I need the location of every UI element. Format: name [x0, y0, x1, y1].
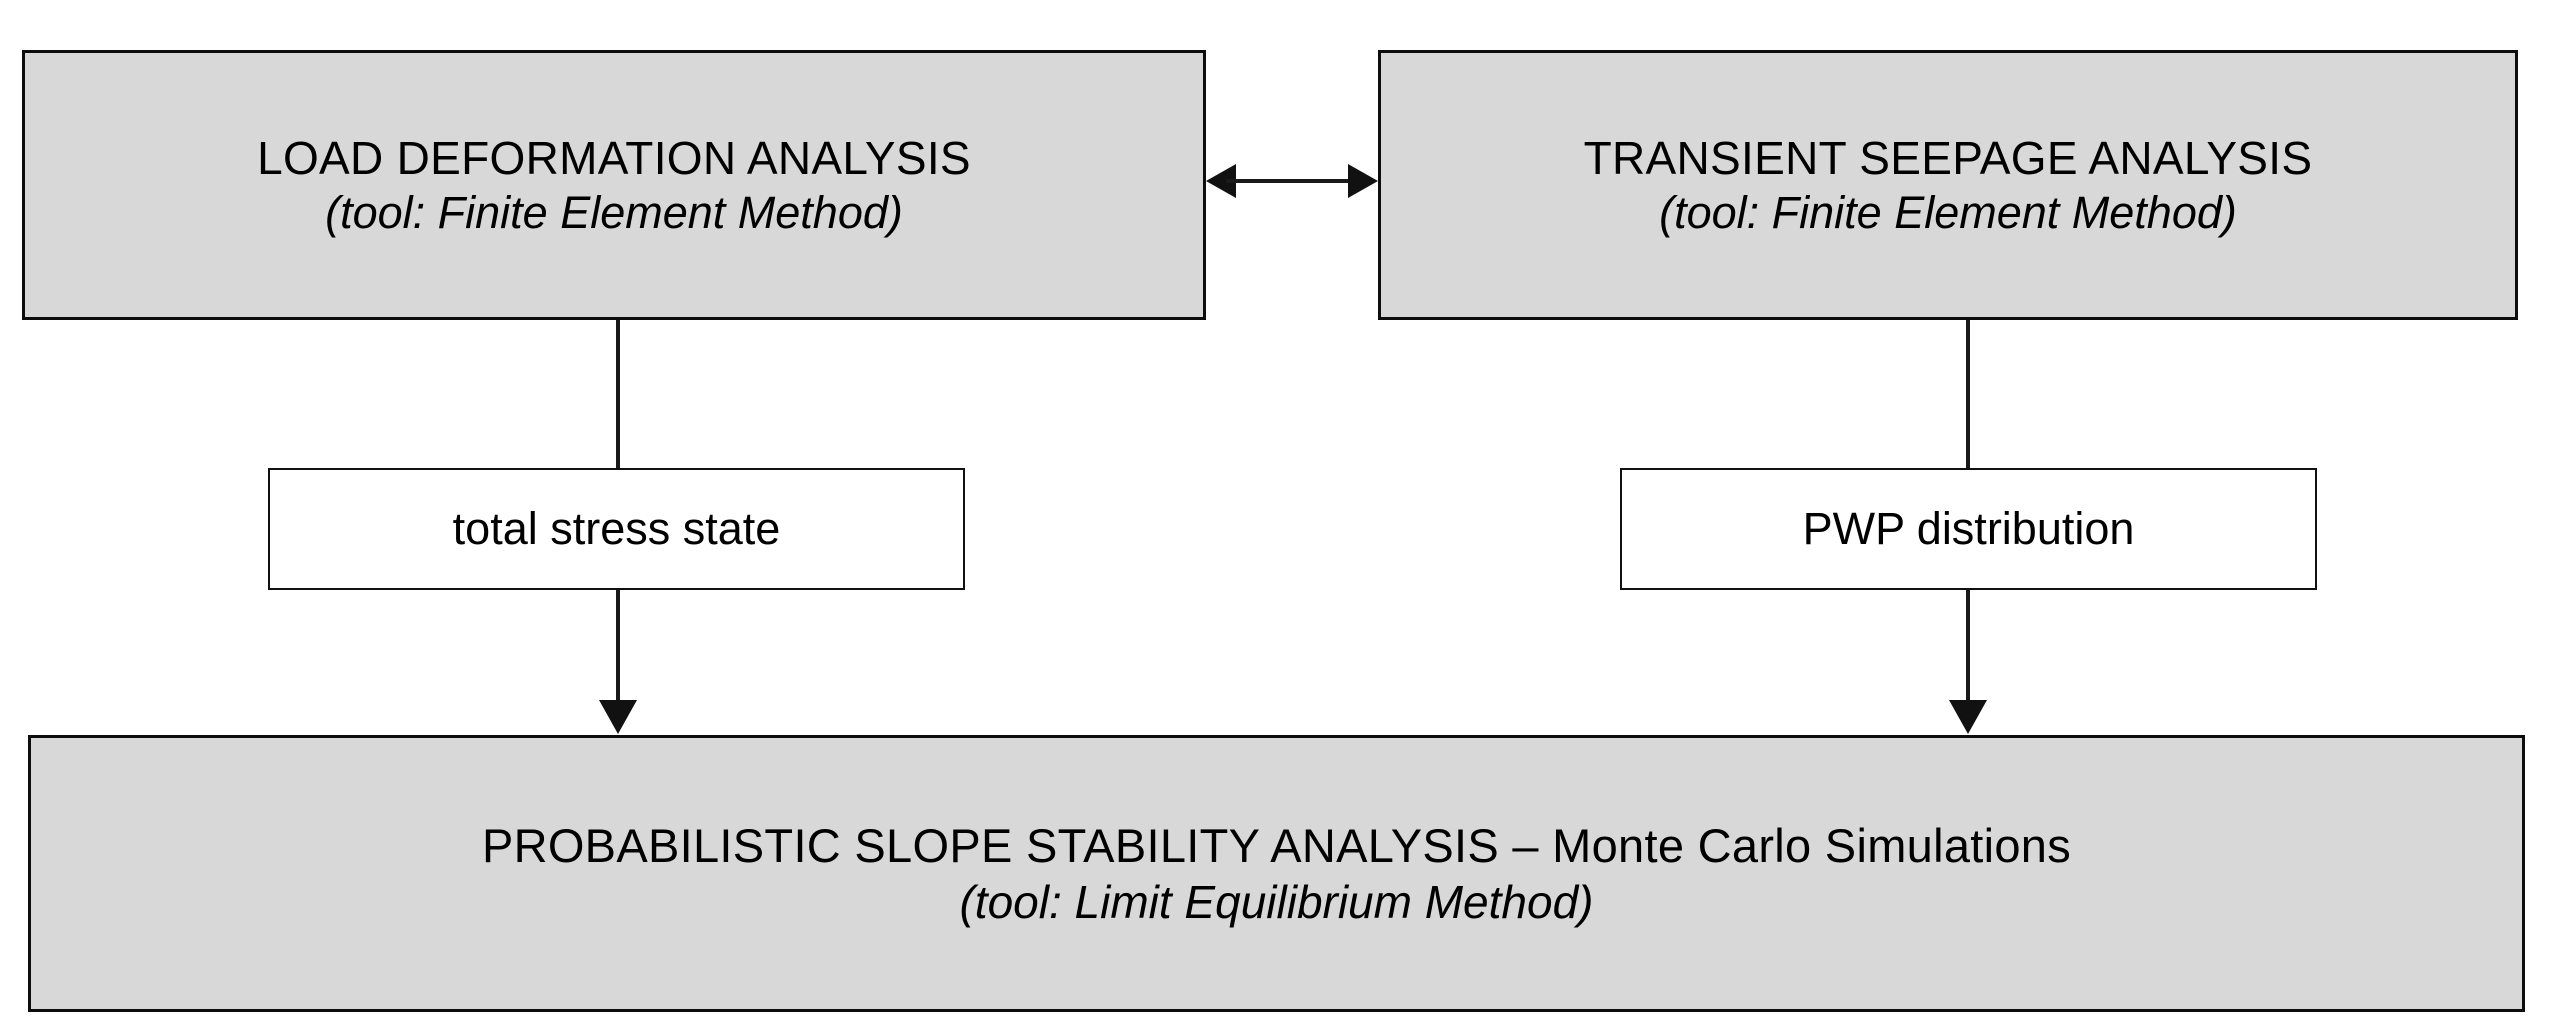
data-box-label-total-stress-state: total stress state	[452, 503, 781, 554]
arrow-down-icon-left	[599, 700, 637, 734]
process-box-probabilistic-slope-stability-analysis[interactable]: PROBABILISTIC SLOPE STABILITY ANALYSIS –…	[28, 735, 2525, 1012]
connector-label-to-probabilistic-left	[616, 590, 620, 702]
process-tool-probabilistic-slope-stability: (tool: Limit Equilibrium Method)	[959, 876, 1594, 929]
process-box-load-deformation-analysis[interactable]: LOAD DEFORMATION ANALYSIS (tool: Finite …	[22, 50, 1206, 320]
connector-transient-seepage-to-label	[1966, 320, 1970, 470]
data-box-pwp-distribution[interactable]: PWP distribution	[1620, 468, 2317, 590]
connector-line	[1226, 179, 1358, 183]
process-title-load-deformation: LOAD DEFORMATION ANALYSIS	[257, 131, 971, 184]
process-tool-load-deformation: (tool: Finite Element Method)	[325, 186, 903, 238]
double-arrow-horizontal-icon	[1206, 164, 1378, 198]
connector-label-to-probabilistic-right	[1966, 590, 1970, 702]
process-box-transient-seepage-analysis[interactable]: TRANSIENT SEEPAGE ANALYSIS (tool: Finite…	[1378, 50, 2518, 320]
process-title-probabilistic-slope-stability: PROBABILISTIC SLOPE STABILITY ANALYSIS –…	[481, 818, 2072, 872]
connector-load-deformation-to-label	[616, 320, 620, 470]
arrow-right-head-icon	[1348, 164, 1378, 198]
process-title-transient-seepage: TRANSIENT SEEPAGE ANALYSIS	[1583, 131, 2313, 184]
process-tool-transient-seepage: (tool: Finite Element Method)	[1659, 186, 2237, 238]
data-box-label-pwp-distribution: PWP distribution	[1802, 503, 2135, 554]
data-box-total-stress-state[interactable]: total stress state	[268, 468, 965, 590]
arrow-down-icon-right	[1949, 700, 1987, 734]
